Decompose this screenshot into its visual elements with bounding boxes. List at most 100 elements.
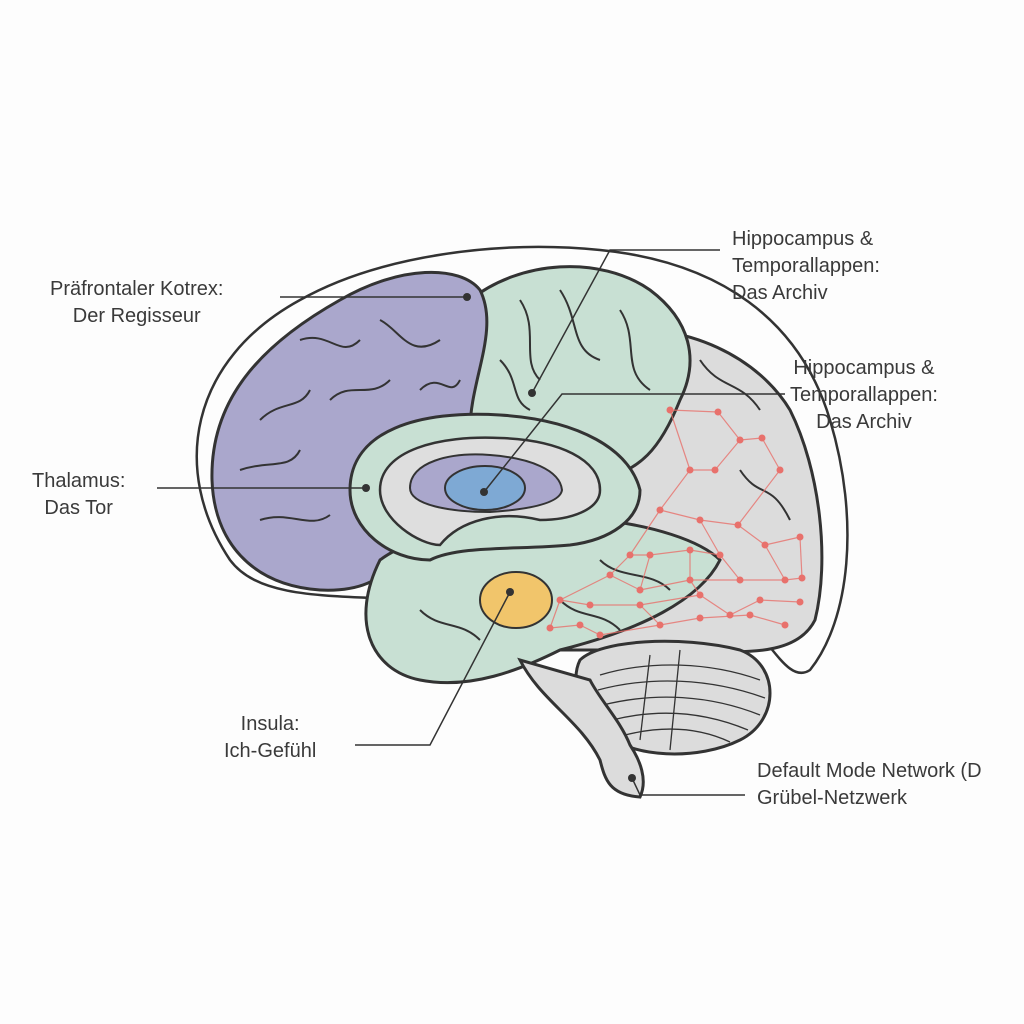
network-link xyxy=(737,469,781,526)
label-prefrontal-cortex: Präfrontaler Kotrex: Der Regisseur xyxy=(50,276,223,330)
network-node xyxy=(726,611,734,619)
network-link xyxy=(719,554,741,581)
network-link xyxy=(669,409,691,471)
network-link xyxy=(761,437,781,471)
network-node xyxy=(798,574,806,582)
label-line: Der Regisseur xyxy=(72,305,201,327)
label-default-mode-network: Default Mode Network (D Grübel-Netzwerk xyxy=(757,758,982,812)
label-line: Default Mode Network (D xyxy=(757,760,982,782)
label-line: Temporallappen: xyxy=(732,255,880,277)
network-link xyxy=(559,599,591,606)
network-node xyxy=(686,466,694,474)
network-node xyxy=(606,571,614,579)
network-link xyxy=(649,549,691,556)
label-line: Hippocampus & xyxy=(732,228,874,250)
network-link xyxy=(669,409,719,413)
label-line: Präfrontaler Kotrex: xyxy=(50,278,224,300)
network-node xyxy=(781,621,789,629)
network-link xyxy=(629,509,661,556)
leader-hippocampus-top xyxy=(531,249,720,394)
label-hippocampus-right: Hippocampus & Temporallappen: Das Archiv xyxy=(790,355,938,436)
network-link xyxy=(639,579,691,591)
network-link xyxy=(759,599,801,603)
network-link xyxy=(639,594,701,606)
network-node xyxy=(556,596,564,604)
network-link xyxy=(579,624,601,636)
leader-lines xyxy=(157,249,785,796)
network-link xyxy=(749,614,786,626)
network-node xyxy=(626,551,634,559)
network-node xyxy=(736,576,744,584)
network-node xyxy=(696,516,704,524)
network-link xyxy=(699,519,739,526)
network-link xyxy=(549,624,581,629)
network-link xyxy=(639,554,651,591)
network-node xyxy=(746,611,754,619)
label-line: Hippocampus & xyxy=(793,357,935,379)
anchor-dots xyxy=(362,293,636,782)
network-node xyxy=(796,598,804,606)
network-node xyxy=(781,576,789,584)
network-link xyxy=(739,437,763,441)
thalamus-region xyxy=(444,465,526,511)
leader-insula xyxy=(355,591,511,746)
network-link xyxy=(699,519,721,556)
network-node xyxy=(636,601,644,609)
label-line: Das Archiv xyxy=(816,411,912,433)
network-node xyxy=(711,466,719,474)
leader-hippocampus-right xyxy=(483,393,785,493)
network-link xyxy=(729,599,761,616)
network-node xyxy=(586,601,594,609)
network-link xyxy=(699,594,731,616)
cerebellum-folds xyxy=(597,649,766,751)
network-node xyxy=(736,436,744,444)
network-link xyxy=(639,604,661,626)
network-node xyxy=(716,551,724,559)
network-link xyxy=(689,549,721,556)
label-line: Ich-Gefühl xyxy=(224,740,317,762)
brain-stem xyxy=(517,657,645,799)
network-link xyxy=(714,439,741,471)
network-node xyxy=(761,541,769,549)
network-link xyxy=(549,599,561,629)
network-link xyxy=(599,624,661,636)
network-link xyxy=(764,544,786,581)
network-node xyxy=(646,551,654,559)
label-line: Temporallappen: xyxy=(790,384,938,406)
network-node xyxy=(636,586,644,594)
network-link xyxy=(659,617,701,626)
label-line: Thalamus: xyxy=(32,470,126,492)
network-node xyxy=(714,408,722,416)
network-link xyxy=(659,469,691,511)
leader-dmn xyxy=(631,777,745,796)
network-node xyxy=(576,621,584,629)
label-line: Grübel-Netzwerk xyxy=(757,787,908,809)
network-node xyxy=(796,533,804,541)
insula-region xyxy=(479,571,553,629)
label-line: Das Archiv xyxy=(732,282,828,304)
network-node xyxy=(666,406,674,414)
network-link xyxy=(717,411,741,441)
network-node xyxy=(656,506,664,514)
default-mode-network-dots xyxy=(546,406,806,639)
network-link xyxy=(609,574,641,591)
network-node xyxy=(696,614,704,622)
network-node xyxy=(734,521,742,529)
network-node xyxy=(758,434,766,442)
network-link xyxy=(609,554,631,576)
network-node xyxy=(546,624,554,632)
network-link xyxy=(764,536,801,546)
network-link xyxy=(659,509,701,521)
network-link xyxy=(699,614,751,619)
network-node xyxy=(656,621,664,629)
network-node xyxy=(686,546,694,554)
label-insula: Insula: Ich-Gefühl xyxy=(224,711,316,765)
network-node xyxy=(596,631,604,639)
label-hippocampus-top: Hippocampus & Temporallappen: Das Archiv xyxy=(732,226,880,307)
network-link xyxy=(737,524,766,546)
label-thalamus: Thalamus: Das Tor xyxy=(32,468,125,522)
network-node xyxy=(756,596,764,604)
network-node xyxy=(686,576,694,584)
